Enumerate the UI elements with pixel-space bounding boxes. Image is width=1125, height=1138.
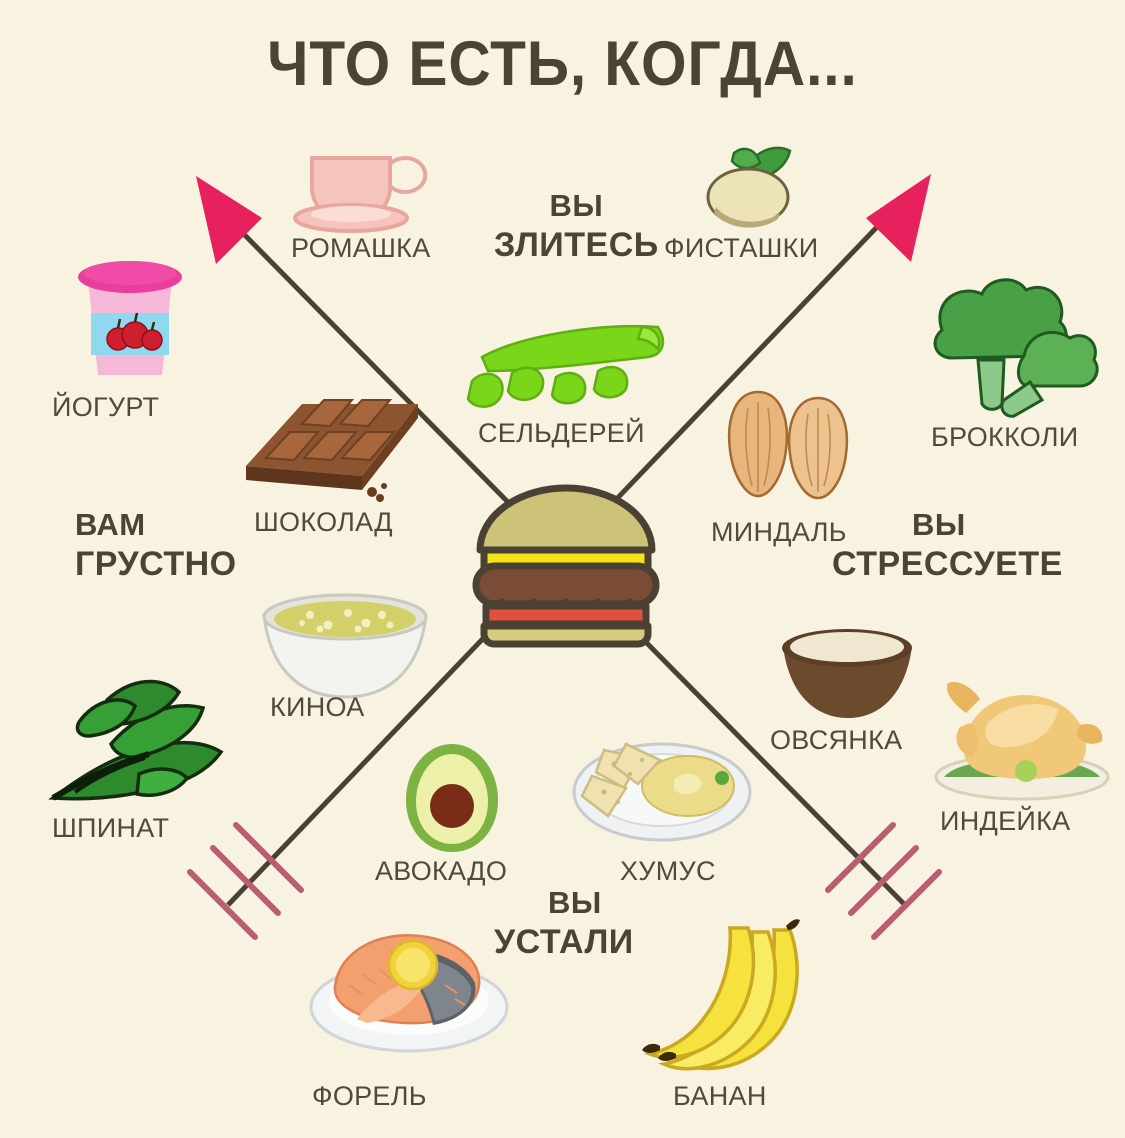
- label-quinoa: КИНОА: [270, 692, 365, 722]
- label-celery: СЕЛЬДЕРЕЙ: [478, 418, 645, 448]
- arrowhead-upper-left: [196, 176, 262, 264]
- oatmeal-bowl-icon: [775, 620, 920, 730]
- label-turkey: ИНДЕЙКА: [940, 806, 1071, 836]
- mood-sad: ВАМ ГРУСТНО: [75, 507, 237, 584]
- mood-sad-line2: ГРУСТНО: [75, 544, 237, 583]
- mood-tired: ВЫ УСТАЛИ: [494, 885, 634, 962]
- page-title: ЧТО ЕСТЬ, КОГДА...: [267, 29, 858, 99]
- mood-tired-line2: УСТАЛИ: [494, 922, 634, 961]
- label-almond: МИНДАЛЬ: [711, 517, 847, 547]
- avocado-icon: [400, 740, 505, 855]
- hummus-plate-icon: [570, 728, 755, 848]
- label-chocolate: ШОКОЛАД: [254, 507, 393, 537]
- mood-stress-line1: ВЫ: [912, 507, 966, 542]
- label-pistachio: ФИСТАШКИ: [664, 233, 819, 263]
- yogurt-icon: [70, 245, 190, 390]
- label-oatmeal: ОВСЯНКА: [770, 725, 903, 755]
- banana-icon: [640, 918, 840, 1078]
- arrowhead-upper-right: [866, 174, 931, 262]
- turkey-icon: [930, 665, 1115, 805]
- almond-icon: [722, 378, 857, 518]
- mood-angry-line1: ВЫ: [549, 188, 604, 223]
- label-hummus: ХУМУС: [620, 856, 716, 886]
- label-spinach: ШПИНАТ: [52, 813, 170, 843]
- label-banana: БАНАН: [673, 1081, 767, 1111]
- pistachio-icon: [700, 135, 810, 240]
- celery-icon: [452, 315, 682, 420]
- teacup-icon: [290, 130, 440, 240]
- chocolate-icon: [240, 390, 430, 505]
- hamburger-icon: [470, 478, 662, 648]
- broccoli-icon: [918, 278, 1099, 423]
- label-chamomile: РОМАШКА: [291, 233, 431, 263]
- mood-angry-line2: ЗЛИТЕСЬ: [494, 225, 659, 264]
- mood-stress: ВЫ СТРЕССУЕТЕ: [832, 507, 1063, 584]
- spinach-icon: [45, 648, 260, 818]
- mood-stress-line2: СТРЕССУЕТЕ: [832, 544, 1063, 583]
- label-trout: ФОРЕЛЬ: [312, 1081, 427, 1111]
- label-avocado: АВОКАДО: [375, 856, 508, 886]
- mood-tired-line1: ВЫ: [548, 885, 602, 920]
- quinoa-bowl-icon: [258, 585, 433, 705]
- mood-angry: ВЫ ЗЛИТЕСЬ: [494, 188, 659, 265]
- trout-icon: [305, 915, 515, 1060]
- mood-sad-line1: ВАМ: [75, 507, 146, 542]
- fletching-lower-right: [825, 822, 942, 940]
- fletching-lower-left: [187, 822, 304, 940]
- label-yogurt: ЙОГУРТ: [52, 392, 160, 422]
- label-broccoli: БРОККОЛИ: [931, 422, 1079, 452]
